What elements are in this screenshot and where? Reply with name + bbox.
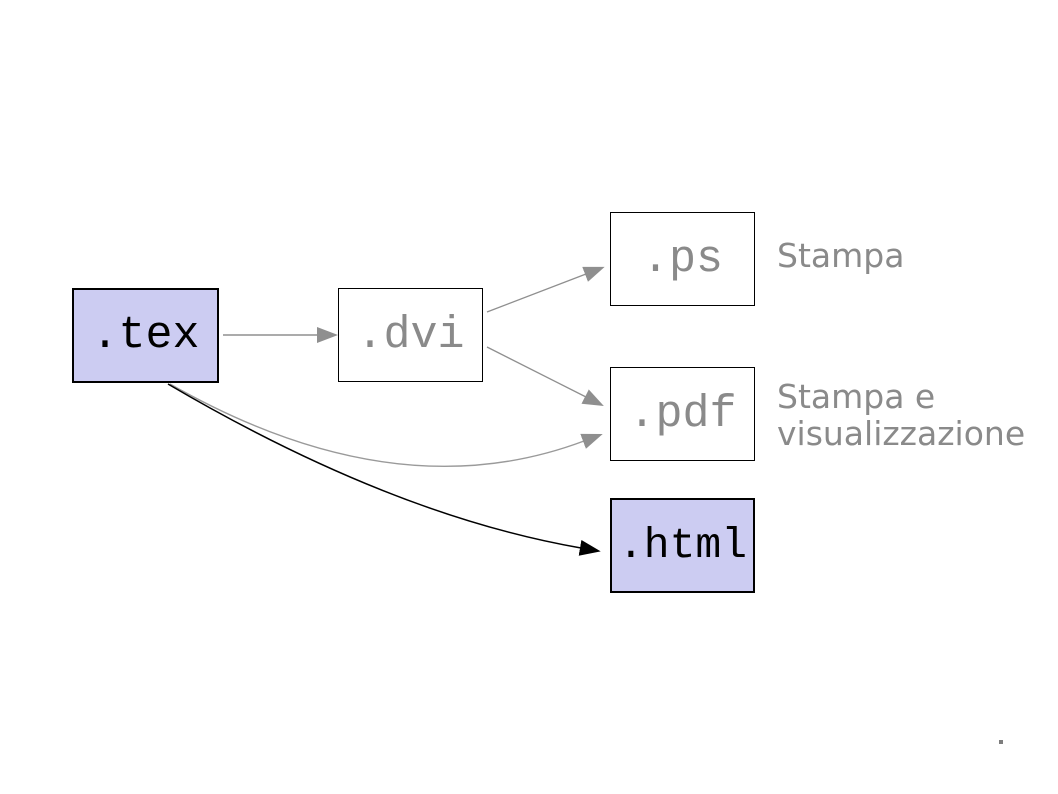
- stray-dot: [999, 740, 1003, 744]
- node-html-label: .html: [617, 521, 748, 570]
- annotation-ps: Stampa: [777, 236, 905, 275]
- arrow-dvi-to-pdf: [486, 346, 604, 407]
- arrow-dvi-to-ps: [486, 266, 605, 313]
- node-tex: .tex: [72, 288, 219, 383]
- annotation-pdf: Stampa e visualizzazione: [777, 377, 1026, 453]
- node-dvi: .dvi: [338, 288, 483, 382]
- node-pdf: .pdf: [610, 367, 755, 461]
- node-dvi-label: .dvi: [356, 309, 465, 361]
- arrow-tex-to-html: [167, 383, 601, 556]
- node-ps: .ps: [610, 212, 755, 306]
- node-tex-label: .tex: [91, 310, 200, 361]
- node-pdf-label: .pdf: [628, 388, 737, 440]
- node-ps-label: .ps: [641, 233, 723, 285]
- node-html: .html: [610, 498, 755, 593]
- arrow-tex-to-pdf: [169, 383, 603, 468]
